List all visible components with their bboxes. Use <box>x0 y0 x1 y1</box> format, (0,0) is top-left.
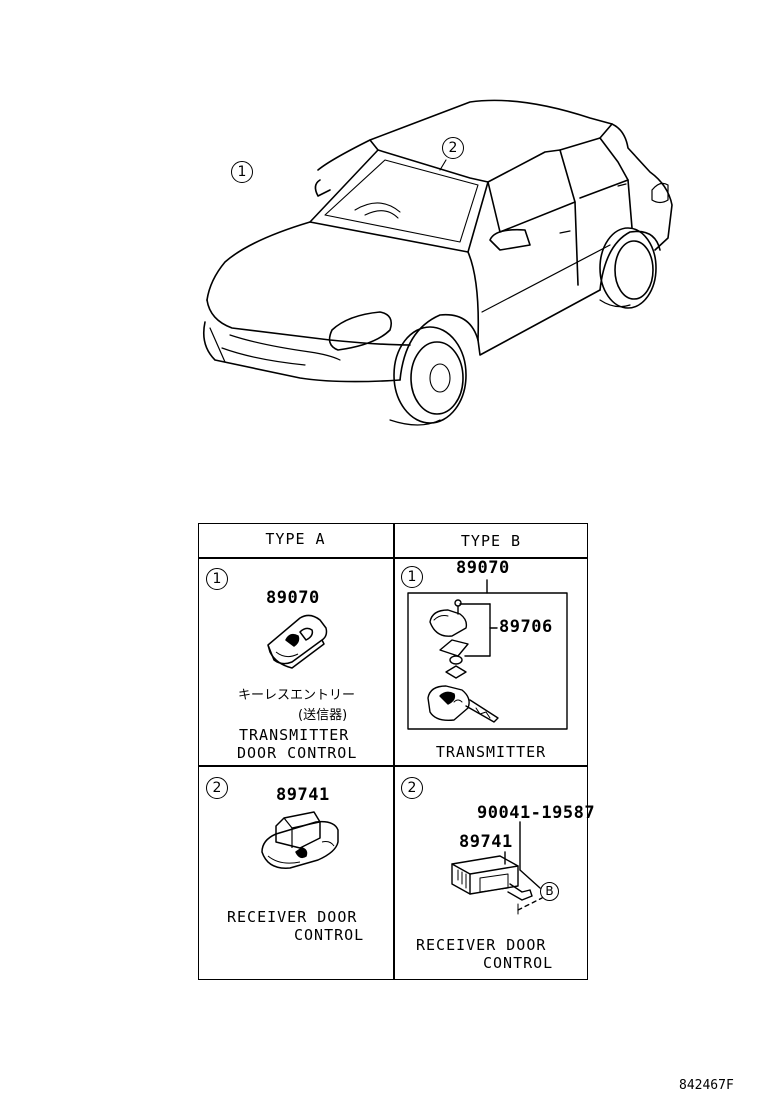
cell-a1-caption-line1: TRANSMITTER <box>239 726 350 744</box>
cell-a2-caption-line1: RECEIVER DOOR <box>227 908 358 926</box>
cell-a2-callout: 2 <box>206 777 228 799</box>
cell-b1-caption-line1: TRANSMITTER <box>435 743 547 761</box>
cell-b2-caption-line1: RECEIVER DOOR <box>416 936 547 954</box>
cell-a2-part-number[interactable]: 89741 <box>276 785 330 805</box>
illustration-code: 842467F <box>679 1078 734 1093</box>
table-vertical-divider <box>393 523 395 980</box>
cell-b2-callout: 2 <box>401 777 423 799</box>
cell-b2-ref-circle: B <box>540 882 559 901</box>
vehicle-callout-2[interactable]: 2 <box>442 137 464 159</box>
header-type-b: TYPE B <box>460 532 522 550</box>
cell-b2-part-number[interactable]: 89741 <box>459 832 513 852</box>
cell-b1-sub-part-number[interactable]: 89706 <box>499 617 553 637</box>
cell-b2-bolt-part-number[interactable]: 90041-19587 <box>477 803 596 823</box>
cell-b1-callout: 1 <box>401 566 423 588</box>
cell-a1-part-number[interactable]: 89070 <box>266 588 320 608</box>
cell-a1-jp-line2: (送信器) <box>298 708 348 723</box>
cell-b1-part-number[interactable]: 89070 <box>456 558 510 578</box>
cell-b2-caption-line2: CONTROL <box>483 954 554 972</box>
table-row-divider <box>198 765 588 767</box>
cell-a1-callout: 1 <box>206 568 228 590</box>
vehicle-callout-1[interactable]: 1 <box>231 161 253 183</box>
table-header-divider <box>198 557 588 559</box>
header-type-a: TYPE A <box>265 530 326 548</box>
cell-a1-caption-line2: DOOR CONTROL <box>237 744 358 762</box>
cell-a1-jp-line1: キーレスエントリー <box>238 688 356 703</box>
cell-a2-caption-line2: CONTROL <box>294 926 365 944</box>
